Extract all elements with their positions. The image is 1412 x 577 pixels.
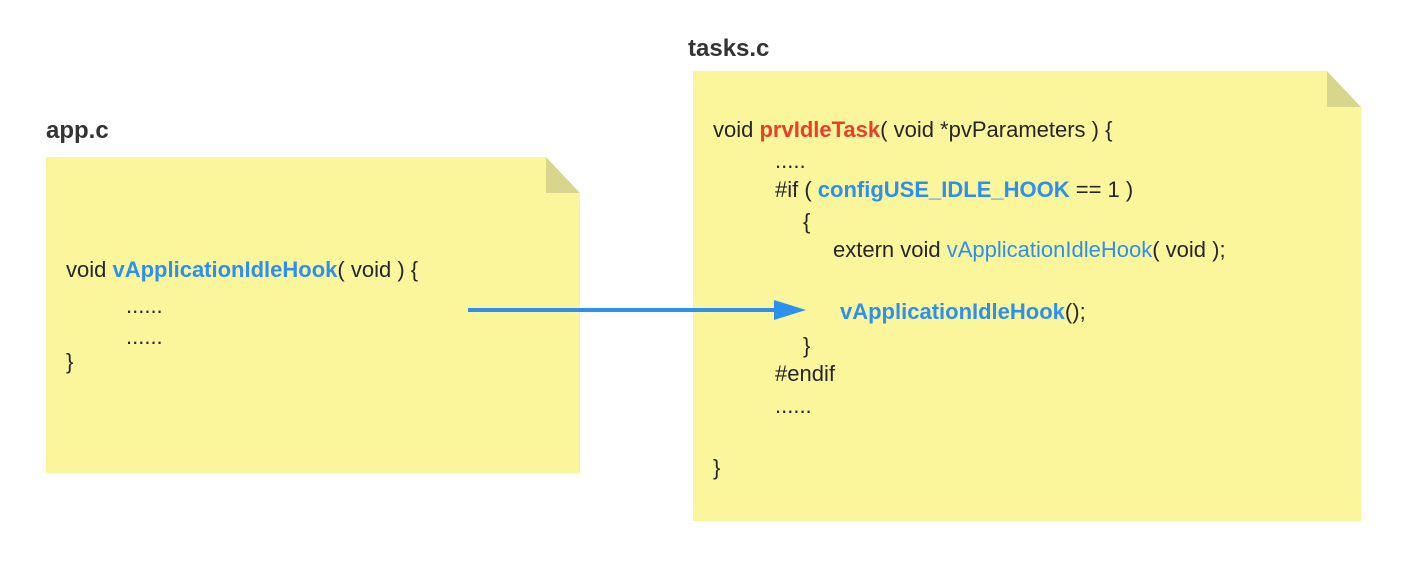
- arrow-head: [774, 300, 806, 320]
- tasks-c-line-3: #if ( configUSE_IDLE_HOOK == 1 ): [775, 177, 1134, 202]
- tasks-c-line-8: #endif: [775, 361, 835, 386]
- app-c-line-3: ......: [126, 324, 163, 349]
- note-fold-corner: [1327, 71, 1361, 107]
- hook-call-name: vApplicationIdleHook: [840, 299, 1065, 324]
- extern-hook-name: vApplicationIdleHook: [946, 237, 1153, 262]
- tasks-c-line-10: }: [713, 455, 721, 480]
- idle-task-name: prvIdleTask: [759, 117, 881, 142]
- tasks-c-line-4: {: [803, 209, 811, 234]
- app-c-note: void vApplicationIdleHook( void ) { ....…: [46, 157, 580, 473]
- tasks-c-note: void prvIdleTask( void *pvParameters ) {…: [693, 71, 1361, 521]
- config-macro-name: configUSE_IDLE_HOOK: [817, 177, 1070, 202]
- app-c-line-4: }: [66, 349, 74, 374]
- tasks-c-title: tasks.c: [688, 35, 770, 62]
- tasks-c-line-5: extern void vApplicationIdleHook( void )…: [833, 237, 1226, 262]
- app-c-title: app.c: [46, 117, 109, 144]
- tasks-c-line-1: void prvIdleTask( void *pvParameters ) {: [713, 117, 1113, 142]
- note-fold-corner: [546, 157, 580, 193]
- tasks-c-line-9: ......: [775, 393, 812, 418]
- app-c-line-1: void vApplicationIdleHook( void ) {: [66, 257, 419, 282]
- tasks-c-line-2: .....: [775, 148, 806, 173]
- tasks-c-line-7: }: [803, 333, 811, 358]
- app-c-line-2: ......: [126, 293, 163, 318]
- tasks-c-line-6: vApplicationIdleHook();: [840, 299, 1086, 324]
- hook-definition-name: vApplicationIdleHook: [112, 257, 338, 282]
